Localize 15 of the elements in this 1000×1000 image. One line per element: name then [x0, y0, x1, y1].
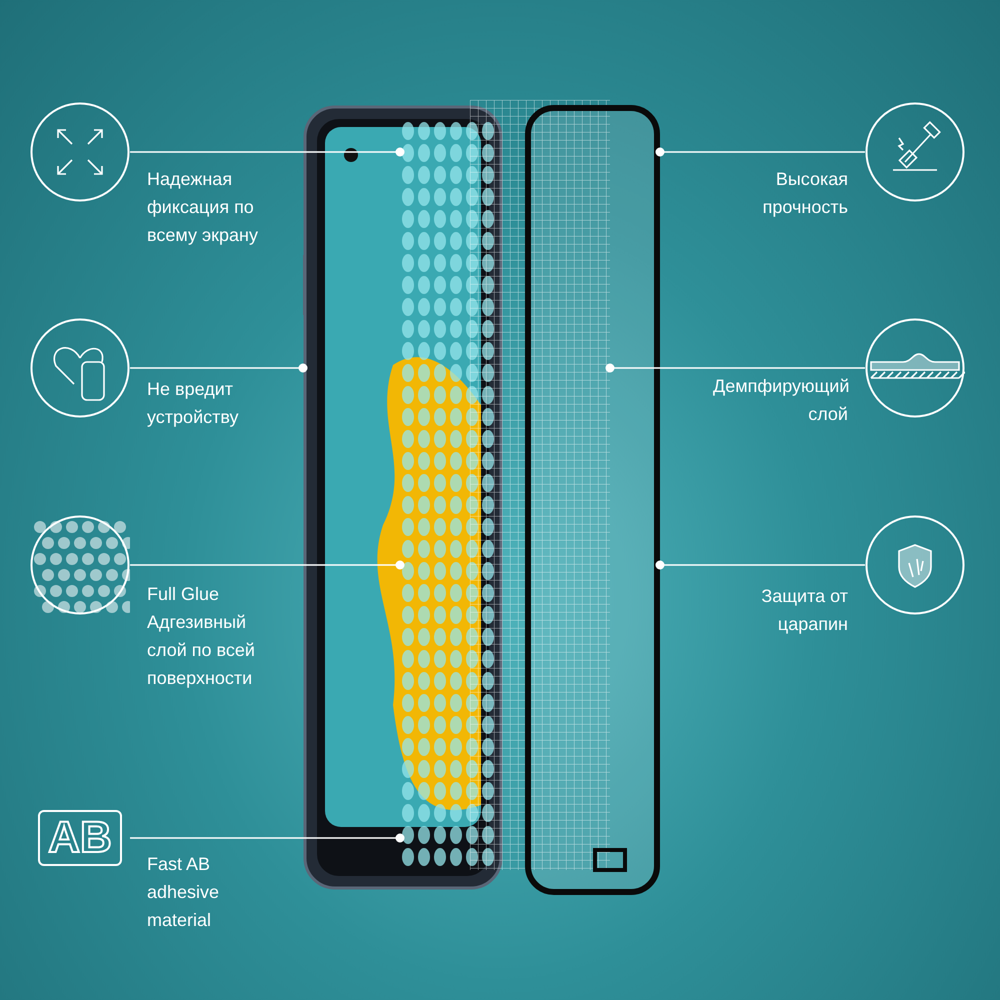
feature-caption: Надежная фиксация по всему экрану — [147, 168, 259, 247]
leader-line — [130, 834, 404, 842]
leader-line — [656, 560, 865, 570]
feature-caption: Защита от царапин — [760, 585, 848, 636]
ab-icon: AB — [38, 810, 122, 866]
feature-caption: Демпфирующий слой — [713, 375, 848, 426]
leader-line — [606, 364, 865, 372]
feature-caption: Высокая прочность — [762, 168, 848, 219]
leader-line — [130, 364, 308, 372]
leader-line — [656, 148, 865, 156]
leader-line — [130, 148, 404, 156]
feature-caption: Не вредит устройству — [147, 378, 240, 429]
feature-caption: Full Glue Адгезивный слой по всей поверхности — [147, 583, 256, 690]
leader-line — [130, 560, 404, 570]
feature-caption: Fast AB adhesive material — [147, 853, 220, 932]
